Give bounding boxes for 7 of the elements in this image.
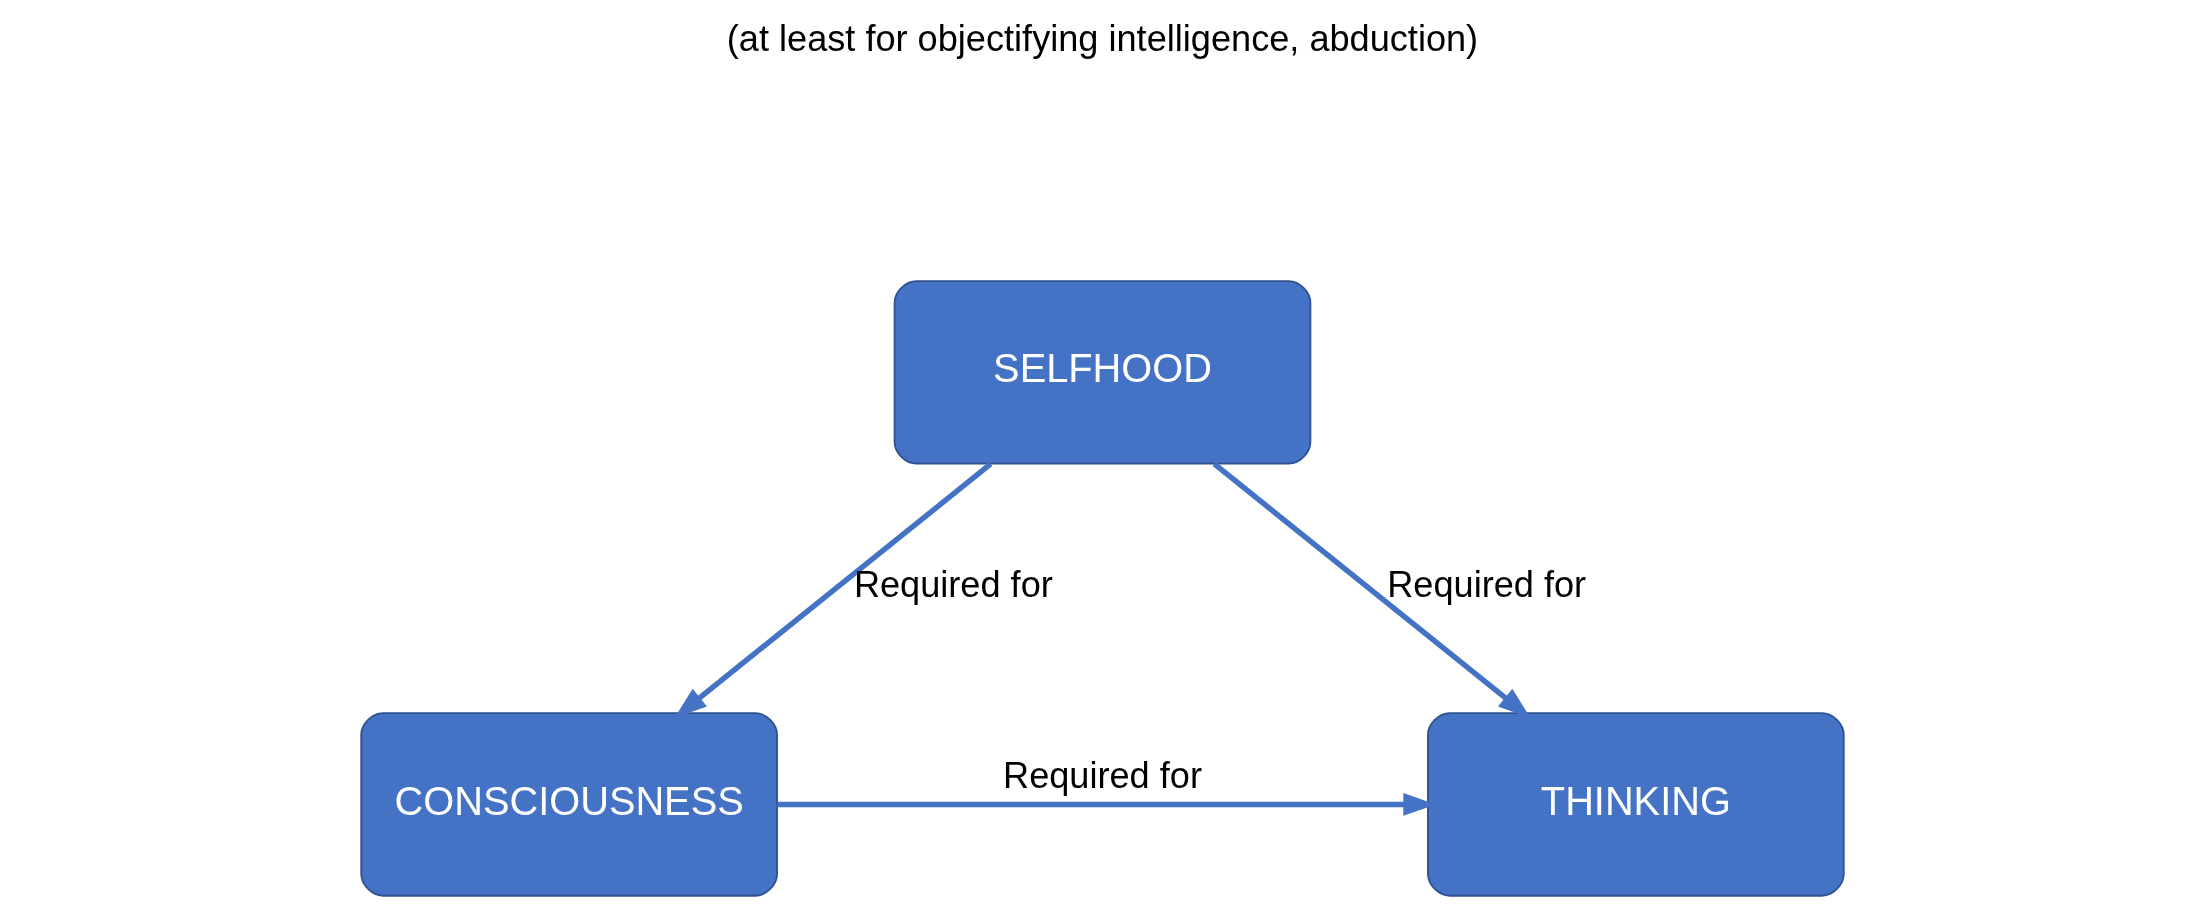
edge-label: Required for (1387, 564, 1587, 606)
node-box: THINKING (1427, 712, 1845, 897)
edge-label: Required for (1003, 755, 1202, 797)
node-box: CONSCIOUSNESS (360, 712, 778, 897)
node-box: SELFHOOD (893, 280, 1312, 465)
edge-label: Required for (853, 564, 1053, 606)
label: (at least for objectifying intelligence, abduction) (726, 18, 1479, 60)
